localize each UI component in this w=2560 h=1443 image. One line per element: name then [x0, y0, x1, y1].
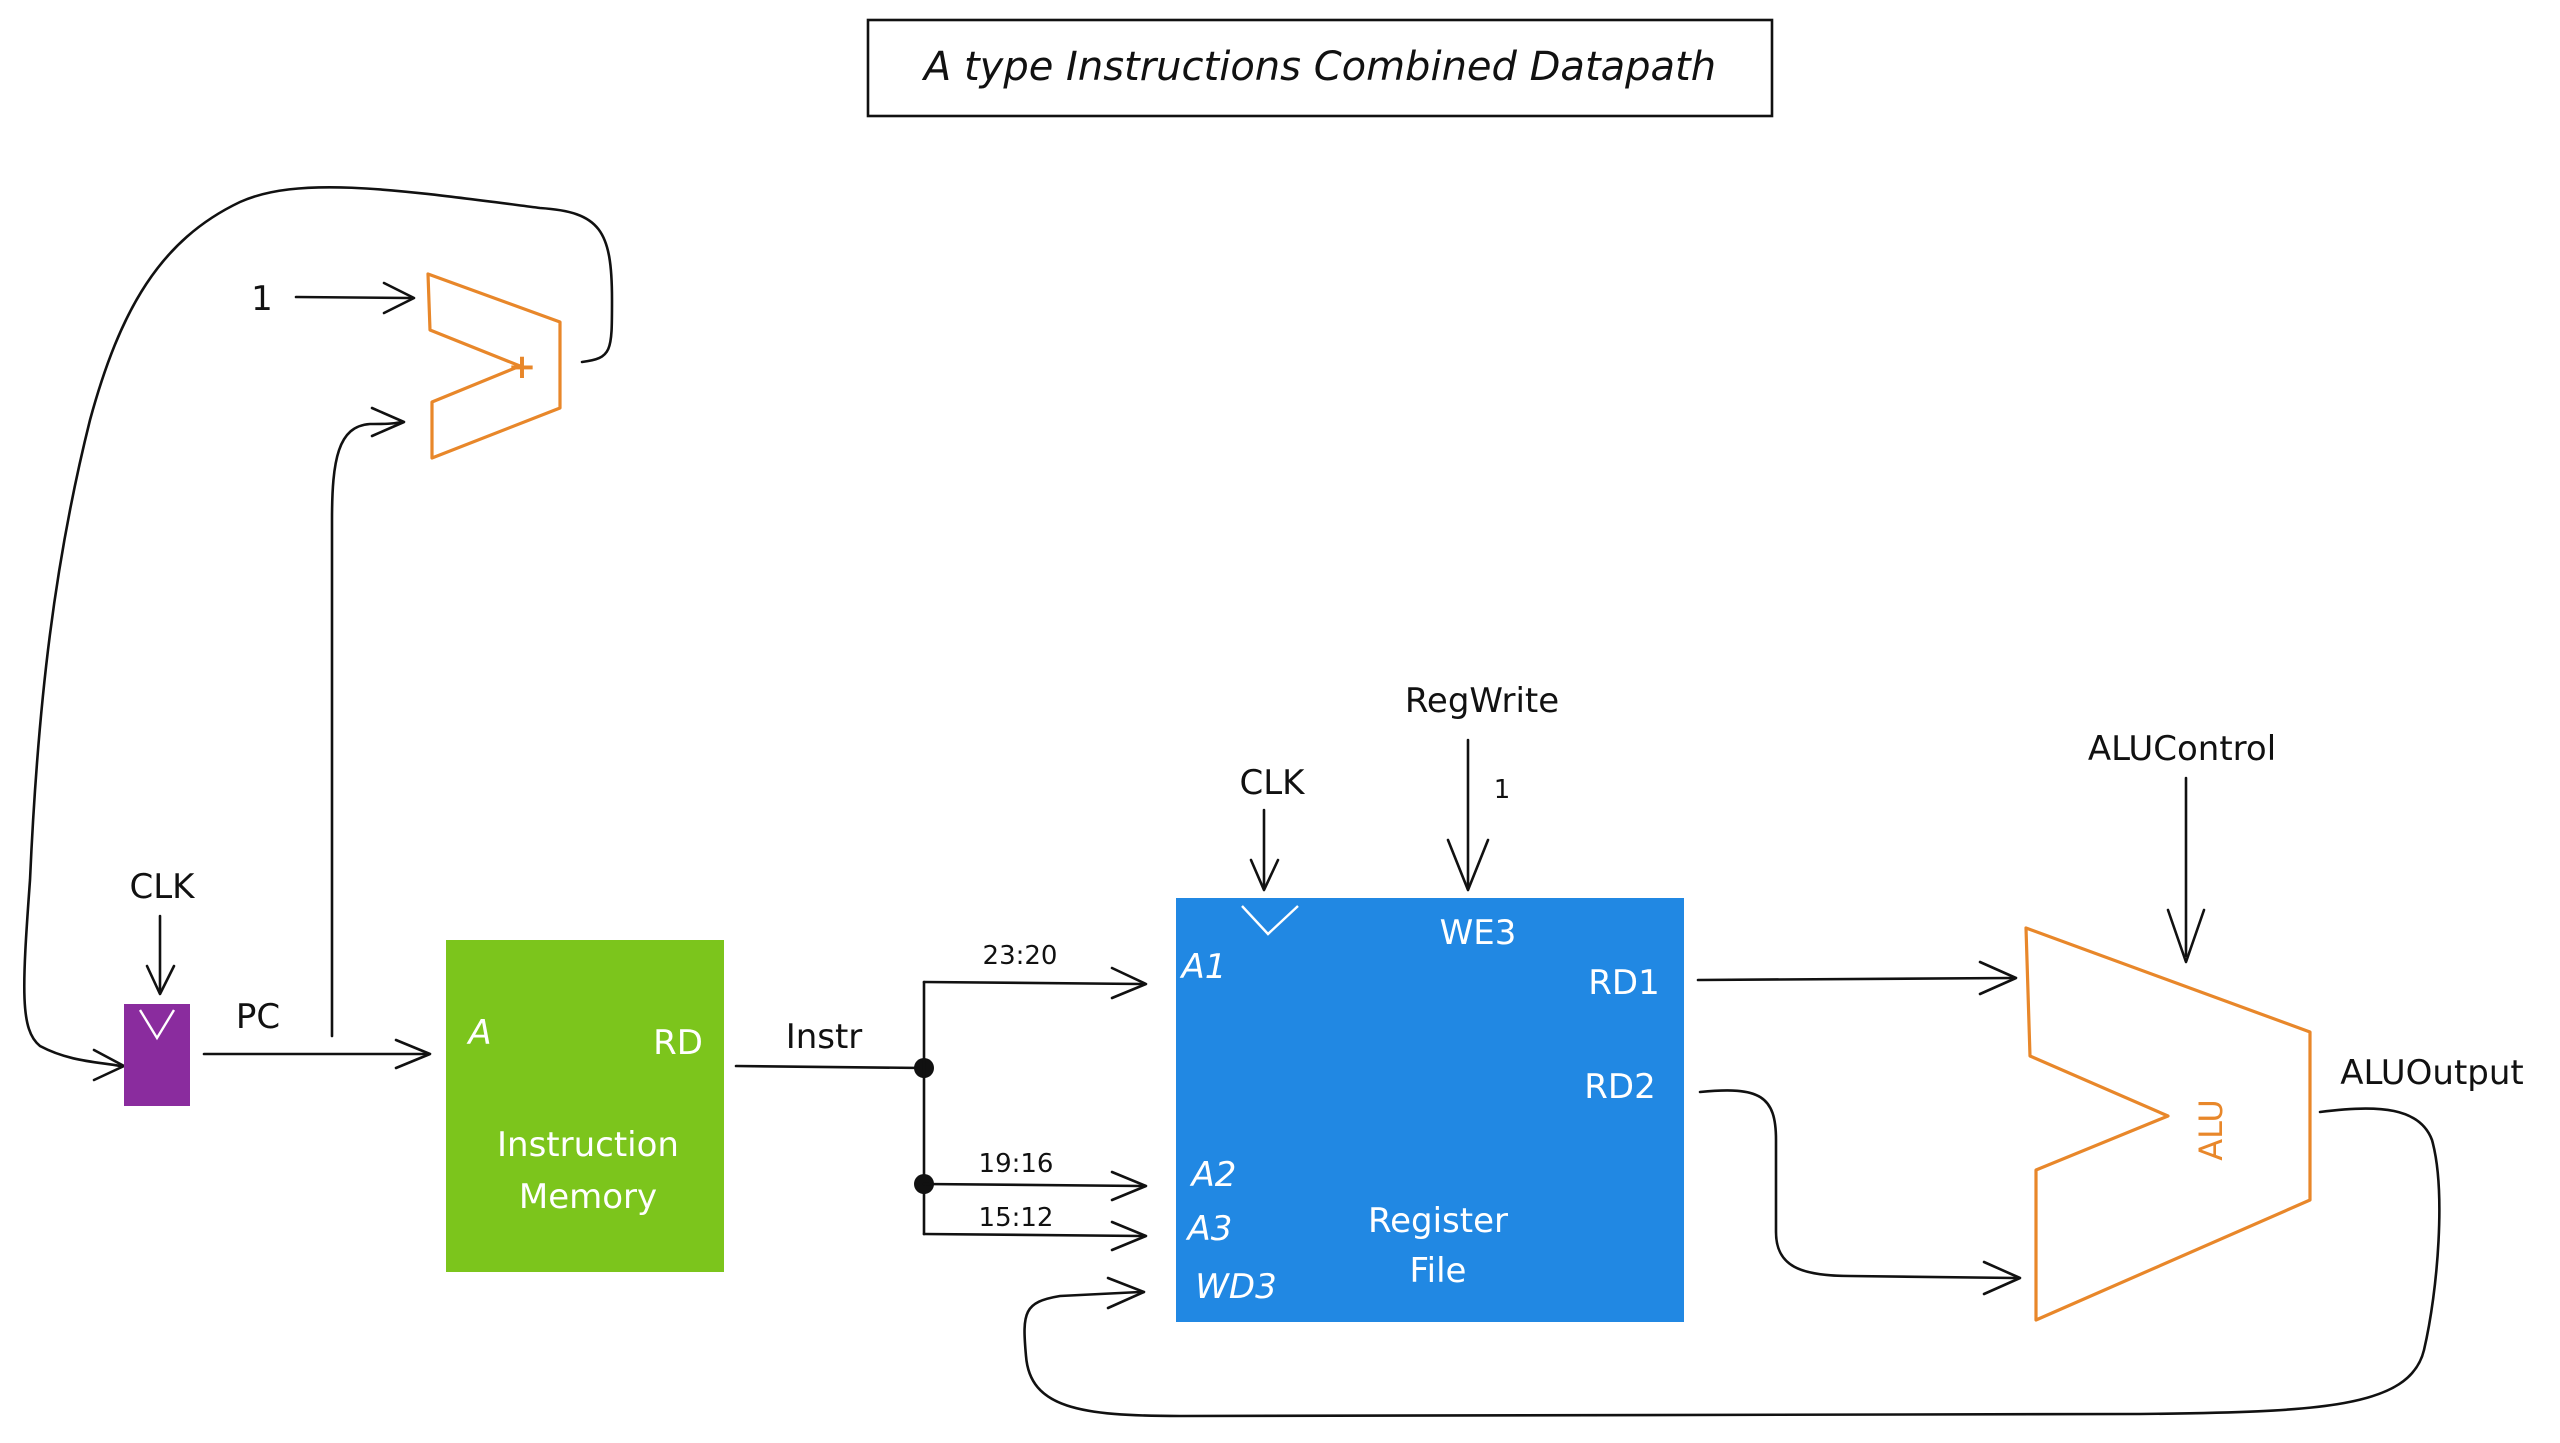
instruction-memory-box: [446, 940, 724, 1272]
wire-constant-to-adder: [294, 295, 412, 300]
instruction-memory: A RD Instruction Memory: [446, 940, 724, 1272]
a3-field-label: 15:12: [979, 1203, 1054, 1233]
regfile-name-line2: File: [1410, 1251, 1467, 1291]
alu: ALU: [2024, 926, 2312, 1322]
pc-label: PC: [236, 997, 280, 1037]
alu-control-label: ALUControl: [2088, 729, 2276, 769]
wire-adder-to-pc-feedback: [22, 185, 614, 1068]
alu-output-label: ALUOutput: [2340, 1053, 2524, 1093]
pc-register: [124, 1004, 190, 1106]
adder: +: [426, 272, 562, 460]
regwrite-label: RegWrite: [1405, 681, 1559, 721]
adder-constant-label: 1: [251, 279, 273, 319]
regwrite-value: 1: [1494, 775, 1511, 805]
alu-shape: [2024, 926, 2312, 1322]
wire-a3-field: [922, 1232, 1144, 1238]
regfile-port-a2: A2: [1190, 1155, 1237, 1195]
wire-rd1-to-alu: [1696, 976, 2014, 982]
regfile-port-rd1: RD1: [1588, 963, 1659, 1003]
imem-port-a: A: [466, 1013, 491, 1053]
wire-a2-field: [922, 1182, 1144, 1188]
regfile-port-a1: A1: [1180, 947, 1227, 987]
regfile-clk-label: CLK: [1240, 763, 1307, 803]
wire-alu-output-feedback: [1023, 1107, 2441, 1418]
regfile-port-a3: A3: [1186, 1209, 1233, 1249]
pc-clock-edge-icon: [138, 1009, 176, 1041]
diagram-title: A type Instructions Combined Datapath: [921, 44, 1716, 90]
imem-name-line2: Memory: [519, 1177, 657, 1217]
title-box: A type Instructions Combined Datapath: [866, 18, 1774, 118]
wire-instr-bus: [734, 1064, 926, 1070]
instr-label: Instr: [786, 1017, 863, 1057]
a1-field-label: 23:20: [983, 941, 1058, 971]
adder-symbol: +: [508, 347, 537, 387]
pc-clk-label: CLK: [130, 867, 197, 907]
alu-name: ALU: [2192, 1099, 2230, 1161]
wire-rd2-to-alu: [1698, 1089, 2018, 1280]
adder-shape: [426, 272, 562, 460]
wire-pc-to-adder: [330, 420, 404, 1038]
pc-register-box: [124, 1004, 190, 1106]
register-file: WE3 A1 A2 A3 WD3 RD1 RD2 Register File: [1176, 898, 1684, 1322]
regfile-port-we3: WE3: [1440, 913, 1517, 953]
regfile-name-line1: Register: [1368, 1201, 1508, 1241]
imem-port-rd: RD: [653, 1023, 703, 1063]
regfile-port-rd2: RD2: [1584, 1067, 1655, 1107]
imem-name-line1: Instruction: [497, 1125, 679, 1165]
wire-a1-field: [922, 980, 1144, 986]
regfile-port-wd3: WD3: [1195, 1267, 1276, 1307]
a2-field-label: 19:16: [979, 1149, 1054, 1179]
register-file-box: [1176, 898, 1684, 1322]
regfile-clock-edge-icon: [1241, 905, 1299, 936]
